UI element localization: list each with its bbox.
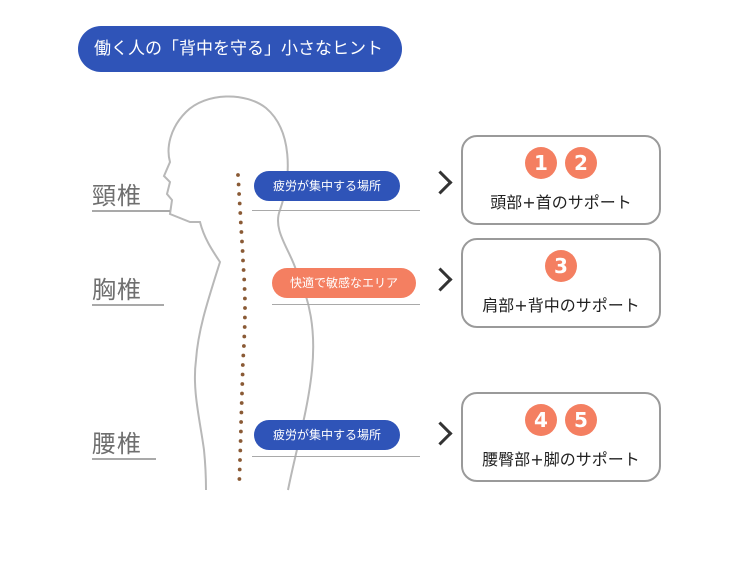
- spine-dot: [238, 439, 243, 443]
- number-badge: 3: [545, 250, 577, 282]
- support-card-waist-leg: 4 5 腰臀部+脚のサポート: [461, 392, 661, 482]
- spine-dot: [238, 211, 243, 215]
- spine-dot: [242, 325, 247, 329]
- spine-dot: [242, 287, 247, 291]
- spine-dot: [239, 401, 244, 405]
- tag-fatigue-neck: 疲労が集中する場所: [254, 171, 400, 201]
- tag-rule-back: [272, 304, 420, 305]
- spine-dot: [240, 382, 245, 386]
- tag-fatigue-lumbar: 疲労が集中する場所: [254, 420, 400, 450]
- spine-dot: [238, 448, 243, 453]
- number-badge: 1: [525, 147, 557, 179]
- spine-dot: [240, 363, 245, 367]
- spine-dot: [237, 201, 242, 206]
- number-badge: 5: [565, 404, 597, 436]
- spine-dot: [243, 315, 247, 320]
- spine-dot: [236, 173, 240, 177]
- spine-dot: [238, 220, 243, 225]
- section-rule-thoracic: [92, 304, 164, 306]
- spine-dot: [241, 353, 246, 358]
- spine-dots: [236, 173, 247, 481]
- section-rule-lumbar: [92, 458, 156, 460]
- badge-row: 1 2: [463, 147, 659, 179]
- card-label: 肩部+背中のサポート: [482, 296, 640, 315]
- spine-dot: [242, 334, 247, 339]
- tag-rule-lumbar: [252, 456, 420, 457]
- spine-dot: [239, 429, 243, 434]
- tag-rule-neck: [252, 210, 420, 211]
- card-label: 頭部+首のサポート: [490, 193, 632, 212]
- spine-dot: [238, 458, 242, 462]
- number-badge: 4: [525, 404, 557, 436]
- spine-dot: [240, 239, 244, 244]
- spine-dot: [236, 182, 241, 187]
- page-title: 働く人の「背中を守る」小さなヒント: [78, 26, 402, 72]
- section-label-cervical: 頸椎: [92, 182, 142, 210]
- spine-dot: [243, 296, 247, 301]
- badge-row: 3: [463, 250, 659, 282]
- spine-dot: [239, 230, 244, 234]
- spine-dot: [237, 467, 242, 472]
- spine-dot: [237, 192, 242, 196]
- card-label: 腰臀部+脚のサポート: [482, 450, 640, 469]
- spine-dot: [242, 277, 247, 282]
- spine-dot: [239, 420, 244, 424]
- section-label-lumbar: 腰椎: [92, 430, 142, 458]
- spine-dot: [243, 306, 247, 310]
- section-rule-cervical: [92, 210, 170, 212]
- spine-dot: [241, 268, 246, 272]
- section-label-thoracic: 胸椎: [92, 276, 142, 304]
- spine-dot: [241, 258, 245, 263]
- head-outline: [162, 95, 289, 491]
- spine-dot: [240, 391, 244, 396]
- support-card-head-neck: 1 2 頭部+首のサポート: [461, 135, 661, 225]
- spine-dot: [237, 477, 242, 481]
- spine-dot: [242, 344, 246, 348]
- spine-dot: [240, 249, 245, 253]
- tag-sensitive-back: 快適で敏感なエリア: [272, 268, 416, 298]
- spine-dot: [239, 410, 244, 415]
- spine-dot: [240, 372, 245, 377]
- support-card-shoulder-back: 3 肩部+背中のサポート: [461, 238, 661, 328]
- number-badge: 2: [565, 147, 597, 179]
- badge-row: 4 5: [463, 404, 659, 436]
